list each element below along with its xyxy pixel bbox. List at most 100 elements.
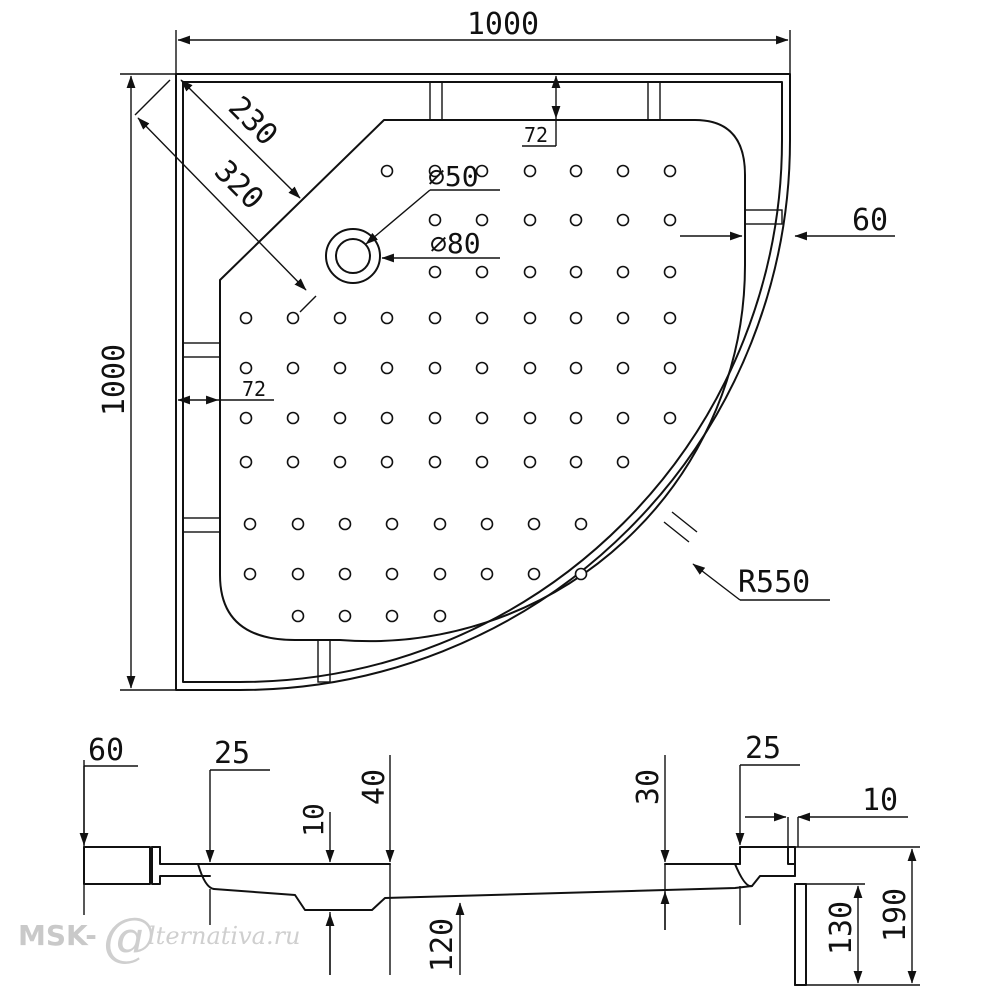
watermark-at-icon: @	[103, 908, 155, 968]
drain-depth-label: 10	[297, 803, 330, 837]
anti-slip-dot	[428, 455, 442, 469]
right-step-label: 25	[745, 731, 781, 766]
anti-slip-dot	[428, 311, 442, 325]
anti-slip-dot	[663, 361, 677, 375]
anti-slip-dot	[286, 411, 300, 425]
radius-label: R550	[738, 565, 810, 600]
anti-slip-dot	[616, 265, 630, 279]
corner-cut-outer-label: 320	[207, 154, 270, 217]
anti-slip-dot	[286, 311, 300, 325]
anti-slip-dot	[380, 455, 394, 469]
depth-label: 1000	[97, 344, 132, 416]
left-rim-label: 60	[88, 733, 124, 768]
left-rim-block	[83, 846, 151, 885]
side-height-label: 130	[824, 901, 859, 955]
anti-slip-dot	[380, 311, 394, 325]
anti-slip-dot	[574, 567, 588, 581]
tray-rim-line	[182, 81, 783, 683]
anti-slip-dot	[527, 517, 541, 531]
anti-slip-dot	[616, 311, 630, 325]
rim-supports	[182, 81, 783, 683]
corner-cut-outer-dim	[137, 117, 307, 291]
anti-slip-dot	[380, 361, 394, 375]
anti-slip-dot	[569, 164, 583, 178]
anti-slip-dot	[338, 609, 352, 623]
anti-slip-dot	[523, 361, 537, 375]
watermark-site: lternativa.ru	[148, 922, 301, 950]
anti-slip-dot	[569, 361, 583, 375]
anti-slip-dot	[616, 411, 630, 425]
anti-slip-dot	[433, 609, 447, 623]
width-label: 1000	[467, 7, 539, 42]
anti-slip-dot	[291, 517, 305, 531]
anti-slip-dot	[239, 361, 253, 375]
drain-inner-ring	[335, 238, 371, 274]
anti-slip-dot	[291, 567, 305, 581]
anti-slip-dot	[333, 411, 347, 425]
anti-slip-dot	[480, 567, 494, 581]
inner-height-label: 120	[425, 918, 460, 972]
anti-slip-dot	[569, 311, 583, 325]
anti-slip-dot	[569, 411, 583, 425]
anti-slip-dots	[239, 164, 677, 623]
anti-slip-dot	[239, 311, 253, 325]
anti-slip-dot	[291, 609, 305, 623]
anti-slip-dot	[616, 455, 630, 469]
anti-slip-dot	[475, 164, 489, 178]
anti-slip-dot	[663, 311, 677, 325]
anti-slip-dot	[569, 213, 583, 227]
basin-outline	[219, 119, 746, 643]
anti-slip-dot	[663, 164, 677, 178]
anti-slip-dot	[428, 164, 442, 178]
drain-outer-ring	[325, 228, 381, 284]
drain-inner-label: ⌀50	[428, 160, 479, 193]
anti-slip-dot	[616, 213, 630, 227]
anti-slip-dot	[480, 517, 494, 531]
drain-offset-label: 40	[357, 769, 392, 805]
anti-slip-dot	[523, 265, 537, 279]
anti-slip-dot	[433, 517, 447, 531]
anti-slip-dot	[616, 164, 630, 178]
section-view: 60 25 10 40 120 30 25 10	[79, 731, 920, 986]
anti-slip-dot	[385, 567, 399, 581]
anti-slip-dot	[616, 361, 630, 375]
anti-slip-dot	[523, 311, 537, 325]
anti-slip-dot	[385, 517, 399, 531]
rim-left-label: 72	[242, 377, 266, 401]
anti-slip-dot	[338, 517, 352, 531]
anti-slip-dot	[428, 411, 442, 425]
anti-slip-dot	[333, 311, 347, 325]
anti-slip-dot	[333, 361, 347, 375]
anti-slip-dot	[243, 567, 257, 581]
watermark-brand: MSK-	[18, 919, 97, 952]
anti-slip-dot	[663, 213, 677, 227]
anti-slip-dot	[475, 213, 489, 227]
anti-slip-dot	[475, 411, 489, 425]
right-offset-label: 30	[631, 769, 666, 805]
anti-slip-dot	[527, 567, 541, 581]
anti-slip-dot	[574, 517, 588, 531]
anti-slip-dot	[663, 265, 677, 279]
anti-slip-dot	[428, 361, 442, 375]
anti-slip-dot	[569, 265, 583, 279]
anti-slip-dot	[475, 311, 489, 325]
anti-slip-dot	[523, 455, 537, 469]
drain-outer-label: ⌀80	[430, 227, 481, 260]
anti-slip-dot	[380, 411, 394, 425]
anti-slip-dot	[333, 455, 347, 469]
rim-top-label: 72	[524, 123, 548, 147]
anti-slip-dot	[286, 361, 300, 375]
anti-slip-dot	[385, 609, 399, 623]
basin-profile	[213, 875, 796, 911]
anti-slip-dot	[523, 164, 537, 178]
anti-slip-dot	[428, 265, 442, 279]
anti-slip-dot	[523, 411, 537, 425]
anti-slip-dot	[523, 213, 537, 227]
anti-slip-dot	[475, 361, 489, 375]
anti-slip-dot	[569, 455, 583, 469]
rim-right-label: 60	[852, 203, 888, 238]
left-step-label: 25	[214, 736, 250, 771]
anti-slip-dot	[239, 411, 253, 425]
tray-outer-outline	[175, 73, 791, 691]
